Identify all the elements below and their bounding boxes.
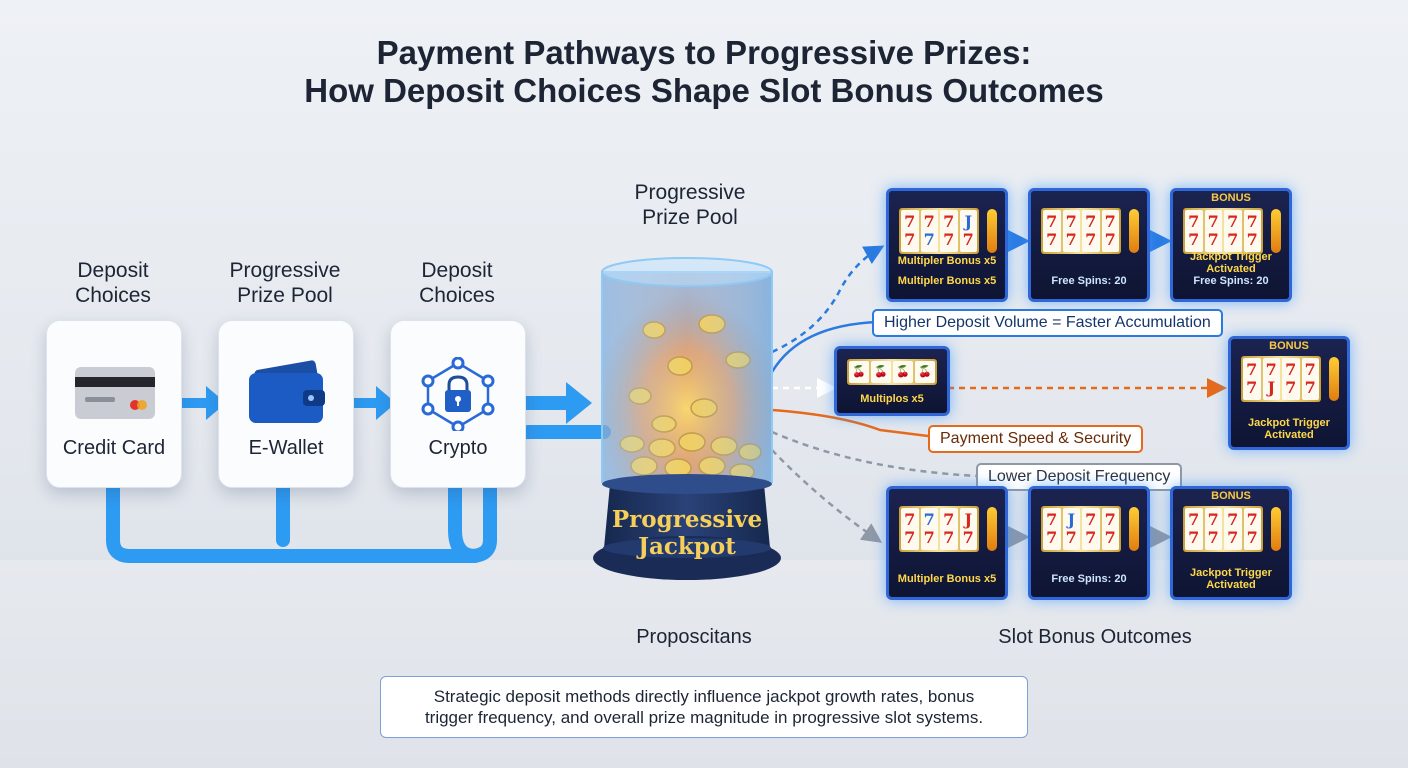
slot-caption: Free Spins: 20 xyxy=(1193,275,1269,287)
slot-lever xyxy=(1271,507,1281,551)
jackpot-jar xyxy=(593,257,781,580)
slot-caption: Multipler Bonus x5 xyxy=(897,275,997,287)
arrow-wallet-to-crypto xyxy=(352,386,396,420)
pool-heading-text: Progressive Prize Pool xyxy=(634,181,746,229)
outcomes-footer: Slot Bonus Outcomes xyxy=(998,626,1192,648)
e-wallet-card[interactable]: E-Wallet xyxy=(218,320,354,488)
arrow-crypto-to-jackpot xyxy=(524,382,592,424)
path-to-bottom-slots xyxy=(771,449,883,543)
slot-marquee: BONUS xyxy=(1211,192,1251,204)
pool-heading: Progressive Prize Pool xyxy=(600,180,780,230)
crypto-card[interactable]: Crypto xyxy=(390,320,526,488)
pool-footer: Proposcitans xyxy=(636,626,752,648)
card-caption: Crypto xyxy=(428,437,488,459)
slot-subcaption: Multipler Bonus x5 xyxy=(897,255,997,267)
slot-lever xyxy=(987,209,997,253)
label-higher-deposit-volume: Higher Deposit Volume = Faster Accumulat… xyxy=(872,309,1223,337)
credit-card-card[interactable]: Credit Card xyxy=(46,320,182,488)
crypto-network-icon xyxy=(421,357,495,431)
crypto-conduit-pipe xyxy=(448,479,482,563)
path-speed-security xyxy=(771,408,929,438)
heading-text: Deposit Choices xyxy=(419,259,495,307)
slot-caption: Free Spins: 20 xyxy=(1051,573,1127,585)
card-caption: E-Wallet xyxy=(248,437,324,459)
heading-text: Progressive Prize Pool xyxy=(229,259,341,307)
path-lower-frequency xyxy=(771,430,979,478)
slot-lever xyxy=(1329,357,1339,401)
deposit-conduit-pipe xyxy=(106,425,611,563)
slot-caption: Jackpot Trigger Activated xyxy=(1248,417,1330,441)
column-heading-deposit-choices-2: Deposit Choices xyxy=(390,258,524,308)
summary-note: Strategic deposit methods directly influ… xyxy=(380,676,1028,738)
path-to-top-slots xyxy=(771,245,885,354)
slot-caption: Jackpot Trigger Activated xyxy=(1190,567,1272,591)
path-higher-volume xyxy=(770,320,879,373)
jackpot-label: Progressive Jackpot xyxy=(611,506,763,560)
slot-caption: Free Spins: 20 xyxy=(1051,275,1127,287)
summary-text: Strategic deposit methods directly influ… xyxy=(424,687,984,727)
column-heading-deposit-choices-1: Deposit Choices xyxy=(48,258,178,308)
credit-card-icon xyxy=(75,367,155,419)
heading-text: Deposit Choices xyxy=(75,259,151,307)
slot-marquee: BONUS xyxy=(1211,490,1251,502)
slot-subcaption: Jackpot Trigger Activated xyxy=(1190,251,1272,275)
column-heading-progressive-prize-pool: Progressive Prize Pool xyxy=(210,258,360,308)
slot-machine-middle-left[interactable]: 🍒🍒🍒🍒 Multiplos x5 xyxy=(834,346,950,416)
slot-lever xyxy=(1271,209,1281,253)
arrow-card-to-wallet xyxy=(182,386,226,420)
title-line-2: How Deposit Choices Shape Slot Bonus Out… xyxy=(304,72,1104,109)
wallet-icon xyxy=(249,360,325,423)
slot-reels: 🍒🍒🍒🍒 xyxy=(847,359,937,385)
slot-caption: Multipler Bonus x5 xyxy=(897,573,997,585)
slot-marquee: BONUS xyxy=(1269,340,1309,352)
slot-lever xyxy=(1129,507,1139,551)
card-caption: Credit Card xyxy=(62,437,166,459)
label-payment-speed-security: Payment Speed & Security xyxy=(928,425,1144,453)
title-line-1: Payment Pathways to Progressive Prizes: xyxy=(376,34,1032,71)
slot-lever xyxy=(987,507,997,551)
slot-caption: Multiplos x5 xyxy=(860,393,924,405)
slot-lever xyxy=(1129,209,1139,253)
